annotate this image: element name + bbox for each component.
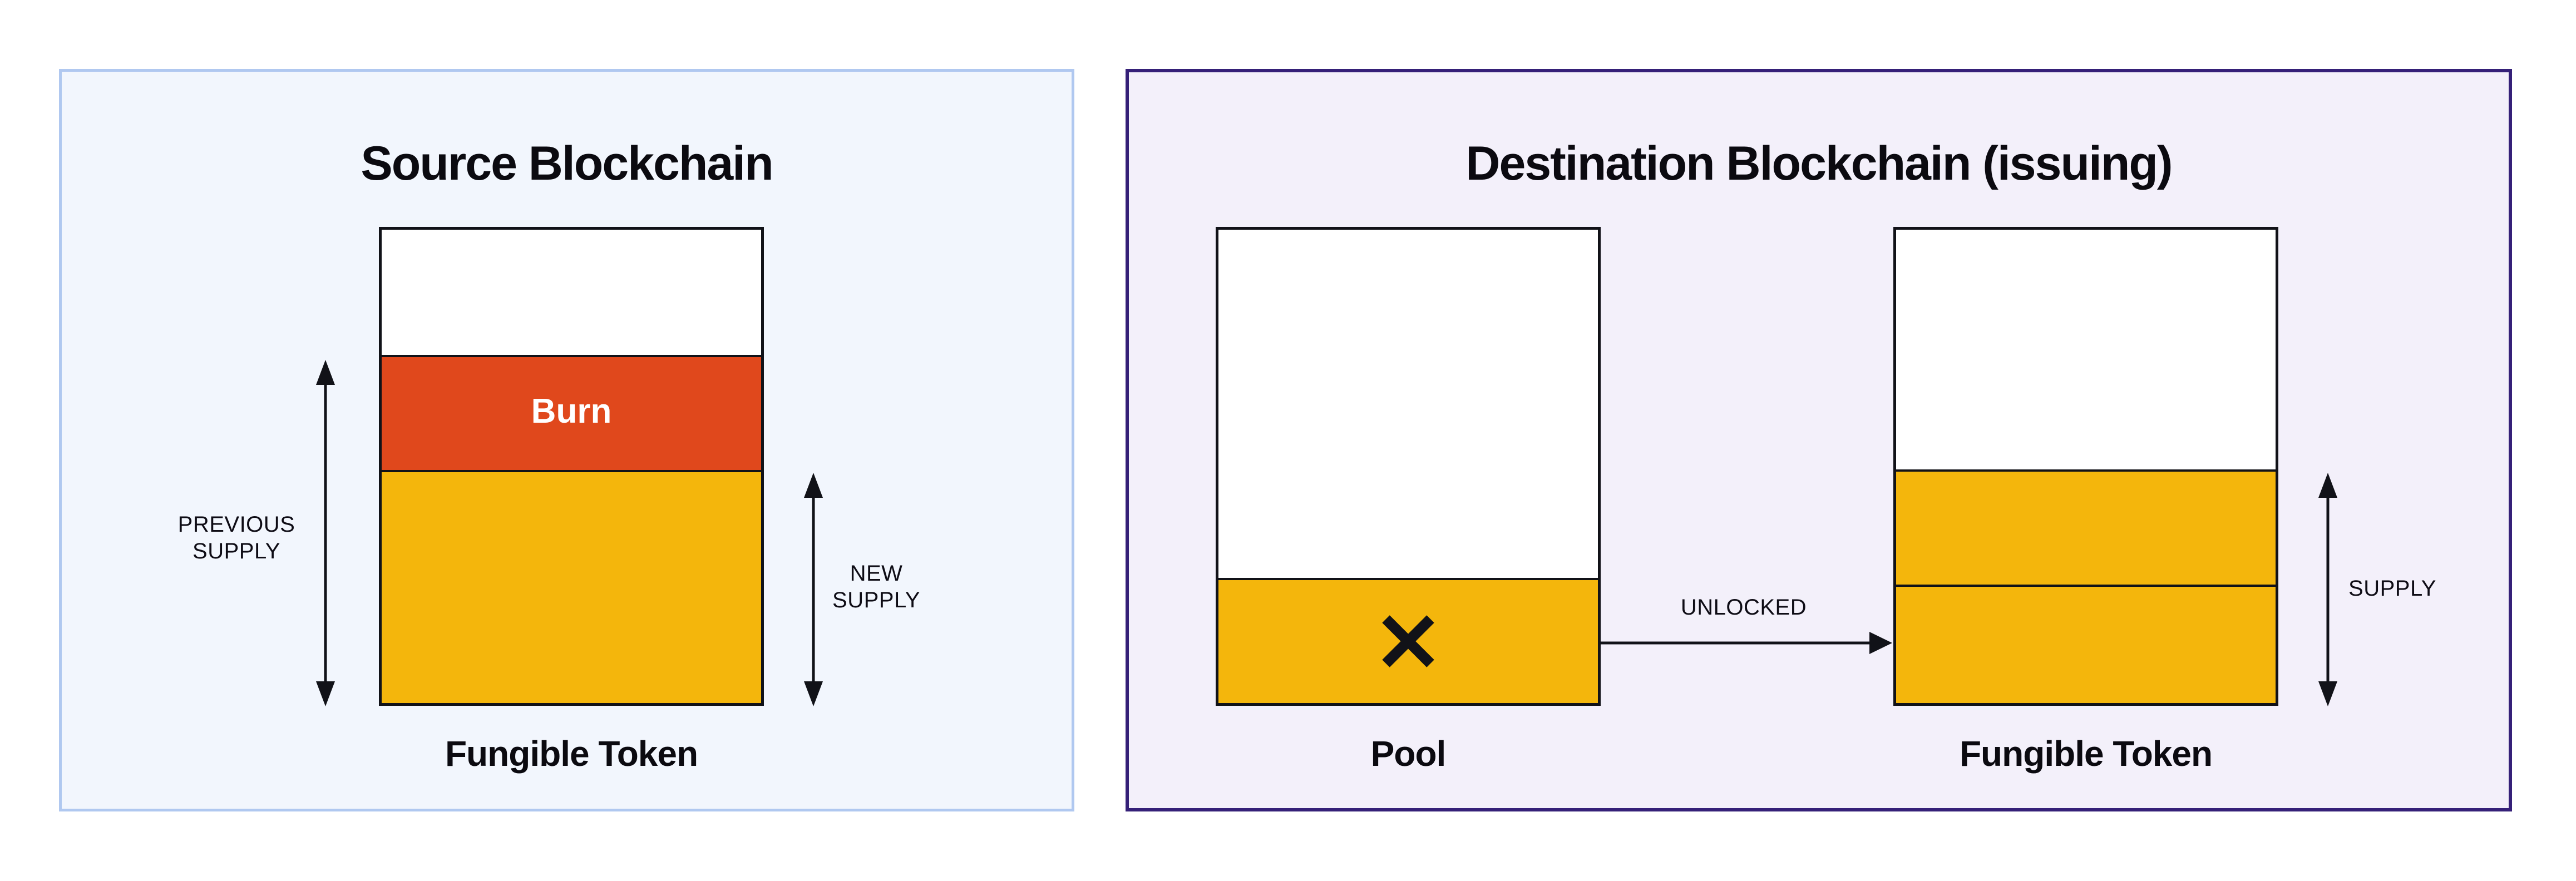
pool-segment-empty: [1218, 230, 1598, 580]
unlocked-label: UNLOCKED: [1680, 595, 1807, 620]
supply-arrow: [2318, 473, 2337, 706]
destination-segment-prior-supply: [1896, 472, 2276, 587]
source-blockchain-panel: Source Blockchain Burn Fungible Token PR…: [59, 69, 1074, 811]
destination-token-bar: [1893, 227, 2278, 706]
new-supply-label: NEW SUPPLY: [773, 560, 979, 613]
unlocked-arrow: [1601, 632, 1892, 654]
cross-icon: [1382, 615, 1434, 667]
source-segment-burn: Burn: [382, 357, 761, 472]
source-panel-title: Source Blockchain: [361, 137, 773, 190]
destination-segment-unissued: [1896, 230, 2276, 472]
destination-segment-unlocked-supply: [1896, 587, 2276, 703]
burn-label: Burn: [531, 392, 612, 430]
destination-bar-caption: Fungible Token: [1959, 734, 2213, 774]
supply-label: SUPPLY: [2348, 576, 2436, 601]
source-segment-unissued: [382, 230, 761, 357]
destination-blockchain-panel: Destination Blockchain (issuing) Pool UN…: [1126, 69, 2512, 811]
new-supply-label-line2: SUPPLY: [832, 588, 920, 612]
previous-supply-label: PREVIOUS SUPPLY: [134, 511, 339, 565]
source-bar-caption: Fungible Token: [445, 734, 698, 774]
pool-bar: [1216, 227, 1601, 706]
source-segment-new-supply: [382, 472, 761, 703]
previous-supply-label-line1: PREVIOUS: [177, 512, 295, 537]
destination-panel-title: Destination Blockchain (issuing): [1465, 137, 2173, 190]
source-token-bar: Burn: [379, 227, 764, 706]
previous-supply-arrow: [316, 360, 335, 706]
new-supply-arrow: [804, 473, 823, 706]
previous-supply-label-line2: SUPPLY: [193, 539, 280, 563]
new-supply-label-line1: NEW: [850, 561, 903, 586]
pool-bar-caption: Pool: [1370, 734, 1447, 774]
